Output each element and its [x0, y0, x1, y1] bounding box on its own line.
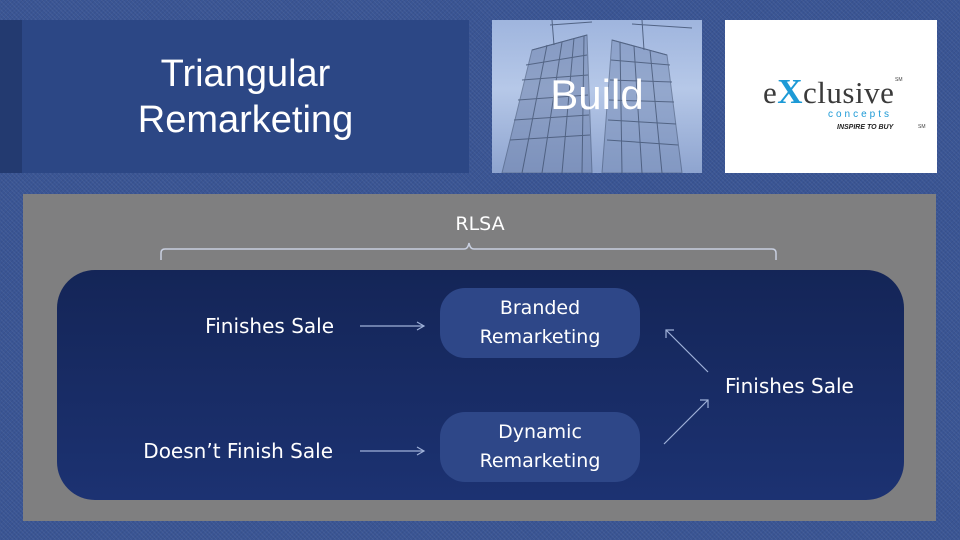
label-finishes-sale-right: Finishes Sale: [725, 374, 854, 398]
title-line-1: Triangular: [160, 52, 331, 95]
logo-word-suffix: clusive: [803, 75, 895, 110]
title-line-2: Remarketing: [137, 98, 354, 141]
title-accent-bar: [0, 20, 22, 173]
branded-line-1: Branded: [499, 297, 581, 319]
label-finishes-sale-left: Finishes Sale: [205, 314, 334, 338]
dynamic-line-2: Remarketing: [479, 450, 601, 472]
construction-crane-image: [501, 20, 693, 173]
dynamic-remarketing-node: Dynamic Remarketing: [440, 412, 640, 482]
branded-line-2: Remarketing: [479, 326, 601, 348]
logo-word-prefix: e: [763, 75, 778, 110]
rlsa-header: RLSA: [455, 213, 505, 235]
logo-wordmark: eXclusive: [763, 72, 895, 111]
logo-sm-mark: SM: [895, 77, 903, 83]
build-image: Build: [492, 20, 702, 173]
logo-subtitle: concepts: [828, 109, 893, 120]
title-panel: Triangular Remarketing: [0, 20, 469, 173]
build-label: Build: [550, 71, 644, 118]
dynamic-line-1: Dynamic: [498, 421, 582, 443]
slide-title: Triangular Remarketing: [22, 20, 469, 173]
logo-tagline-sm-mark: SM: [918, 124, 926, 130]
label-doesnt-finish-sale: Doesn’t Finish Sale: [143, 439, 333, 463]
logo-tagline: INSPIRE TO BUY: [837, 124, 894, 131]
logo-word-x: X: [777, 72, 804, 111]
exclusive-concepts-logo: eXclusive SM concepts INSPIRE TO BUY SM: [725, 20, 937, 173]
arrow-doesnt-finish-to-dynamic: [360, 446, 426, 456]
branded-remarketing-node: Branded Remarketing: [440, 288, 640, 358]
arrow-finishes-to-branded: [360, 321, 426, 331]
arrow-dynamic-to-finishes-right: [663, 399, 709, 445]
arrow-finishes-right-to-branded: [665, 329, 709, 373]
